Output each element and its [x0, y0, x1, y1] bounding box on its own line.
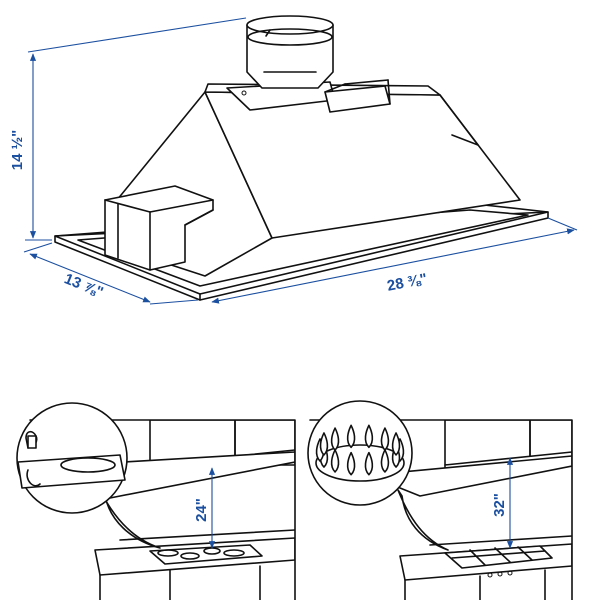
power-cord-icon	[27, 435, 37, 449]
flame	[364, 424, 374, 449]
detail-circle-gas	[307, 400, 413, 506]
depth-dimension-line	[29, 253, 151, 303]
magnified-filter-detail	[17, 430, 126, 489]
electric-clearance-label: 24"	[193, 498, 210, 522]
flame	[391, 432, 401, 456]
hood-insert-illustration	[54, 15, 549, 301]
height-label: 14 ½"	[9, 130, 26, 170]
flame	[346, 451, 356, 476]
electric-cooktop-installation: 24"	[16, 402, 296, 600]
gas-cooktop-installation: 32"	[307, 400, 573, 600]
flame	[346, 424, 356, 449]
width-label: 28 ⅜"	[386, 270, 429, 294]
gas-clearance-label: 32"	[491, 493, 508, 517]
duct-collar	[246, 15, 334, 89]
flame	[380, 427, 390, 451]
width-dimension-line	[211, 228, 575, 304]
burner-ring	[315, 444, 405, 482]
flame	[364, 451, 374, 476]
gas-flame-icon	[315, 424, 405, 482]
flame	[330, 427, 340, 451]
flame	[319, 432, 329, 456]
